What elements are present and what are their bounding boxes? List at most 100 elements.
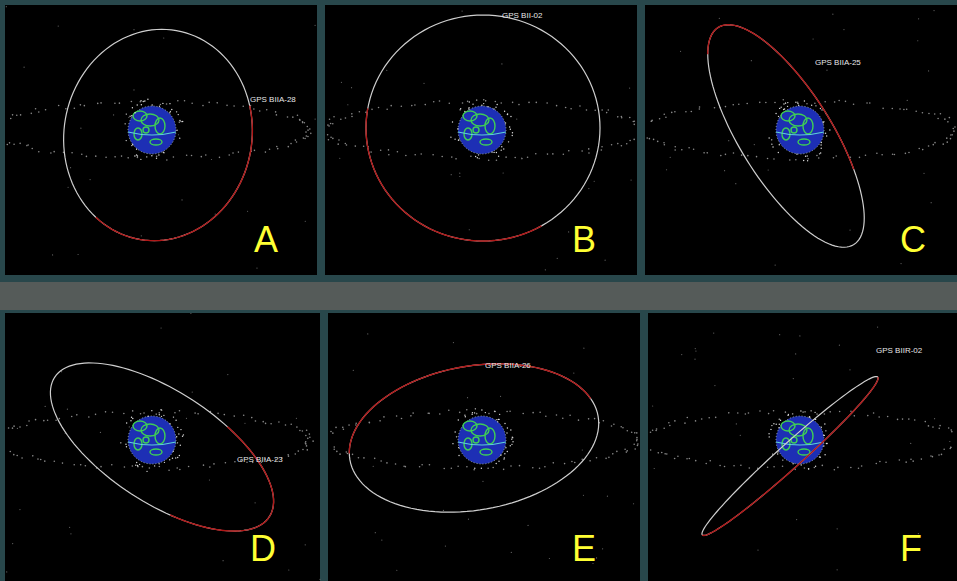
satellite-dot	[114, 102, 116, 104]
satellite-dot	[767, 466, 769, 468]
satellite-dot	[556, 414, 558, 416]
satellite-dot	[780, 106, 781, 107]
satellite-dot	[88, 416, 90, 418]
satellite-dot	[569, 415, 571, 417]
satellite-dot	[496, 463, 497, 464]
satellite-dot	[131, 101, 133, 103]
star-dot	[849, 369, 850, 370]
satellite-dot	[714, 107, 716, 109]
star-dot	[247, 211, 248, 212]
satellite-dot	[510, 429, 511, 430]
star-dot	[113, 114, 114, 115]
satellite-dot	[290, 423, 292, 425]
satellite-dot	[876, 152, 878, 154]
panel-ground	[325, 5, 637, 275]
satellite-dot	[427, 412, 429, 414]
satellite-dot	[114, 156, 116, 158]
satellite-dot	[160, 104, 162, 106]
continent-outline	[155, 118, 165, 134]
satellite-dot	[850, 467, 852, 469]
satellite-dot	[111, 464, 113, 466]
satellite-dot	[401, 418, 403, 420]
satellite-dot	[38, 151, 40, 153]
star-dot	[757, 550, 758, 551]
satellite-dot	[132, 465, 134, 467]
satellite-dot	[458, 139, 459, 140]
orbit-red-arc	[170, 427, 274, 531]
satellite-dot	[474, 412, 475, 413]
satellite-dot	[302, 121, 304, 123]
satellite-dot	[459, 109, 460, 110]
satellite-dot	[565, 107, 567, 109]
satellite-dot	[141, 104, 142, 105]
satellite-dot	[342, 427, 344, 429]
satellite-dot	[782, 465, 784, 467]
satellite-dot	[345, 143, 347, 145]
satellite-dot	[255, 420, 257, 422]
satellite-dot	[448, 409, 450, 411]
satellite-dot	[19, 426, 21, 428]
satellite-dot	[383, 416, 385, 418]
satellite-dot	[71, 416, 73, 418]
star-dot	[443, 510, 444, 511]
satellite-dot	[305, 131, 307, 133]
satellite-dot	[815, 105, 816, 106]
satellite-dot	[262, 421, 264, 423]
star-dot	[80, 128, 81, 129]
satellite-dot	[299, 119, 301, 121]
satellite-dot	[134, 155, 135, 156]
satellite-dot	[178, 433, 179, 434]
satellite-dot	[142, 466, 144, 468]
satellite-dot	[778, 152, 779, 153]
satellite-dot	[439, 100, 441, 102]
satellite-dot	[151, 155, 152, 156]
satellite-dot	[414, 104, 416, 106]
continent-outline	[133, 111, 147, 121]
satellite-dot	[783, 109, 784, 110]
star-dot	[654, 468, 655, 469]
satellite-dot	[824, 435, 825, 436]
star-dot	[305, 221, 306, 222]
satellite-dot	[494, 410, 496, 412]
satellite-dot	[161, 416, 162, 417]
star-dot	[837, 569, 838, 570]
satellite-dot	[665, 116, 667, 118]
satellite-dot	[95, 414, 97, 416]
satellite-dot	[779, 108, 780, 109]
star-dot	[629, 87, 630, 88]
satellite-dot	[906, 108, 908, 110]
satellite-dot	[468, 108, 469, 109]
star-dot	[227, 374, 228, 375]
panel-letter: F	[900, 531, 922, 567]
satellite-dot	[166, 103, 168, 105]
satellite-dot	[655, 430, 657, 432]
star-dot	[666, 169, 667, 170]
star-dot	[453, 342, 454, 343]
equator-line	[128, 442, 176, 445]
satellite-dot	[176, 436, 177, 437]
satellite-dot	[363, 457, 365, 459]
satellite-dot	[497, 421, 498, 422]
star-dot	[910, 443, 911, 444]
satellite-dot	[146, 156, 148, 158]
satellite-dot	[508, 141, 509, 142]
satellite-dot	[345, 117, 347, 119]
satellite-dot	[826, 135, 827, 136]
satellite-dot	[455, 158, 457, 160]
satellite-dot	[299, 430, 301, 432]
satellite-dot	[173, 156, 175, 158]
star-dot	[445, 545, 446, 546]
satellite-dot	[74, 107, 76, 109]
satellite-dot	[309, 436, 311, 438]
satellite-dot	[179, 469, 181, 471]
satellite-dot	[330, 123, 332, 125]
satellite-dot	[749, 467, 751, 469]
satellite-dot	[633, 139, 635, 141]
satellite-dot	[139, 464, 140, 465]
satellite-dot	[924, 421, 926, 423]
satellite-dot	[306, 430, 308, 432]
satellite-dot	[112, 412, 114, 414]
star-dot	[375, 532, 376, 533]
satellite-dot	[467, 101, 469, 103]
satellite-dot	[821, 109, 822, 110]
